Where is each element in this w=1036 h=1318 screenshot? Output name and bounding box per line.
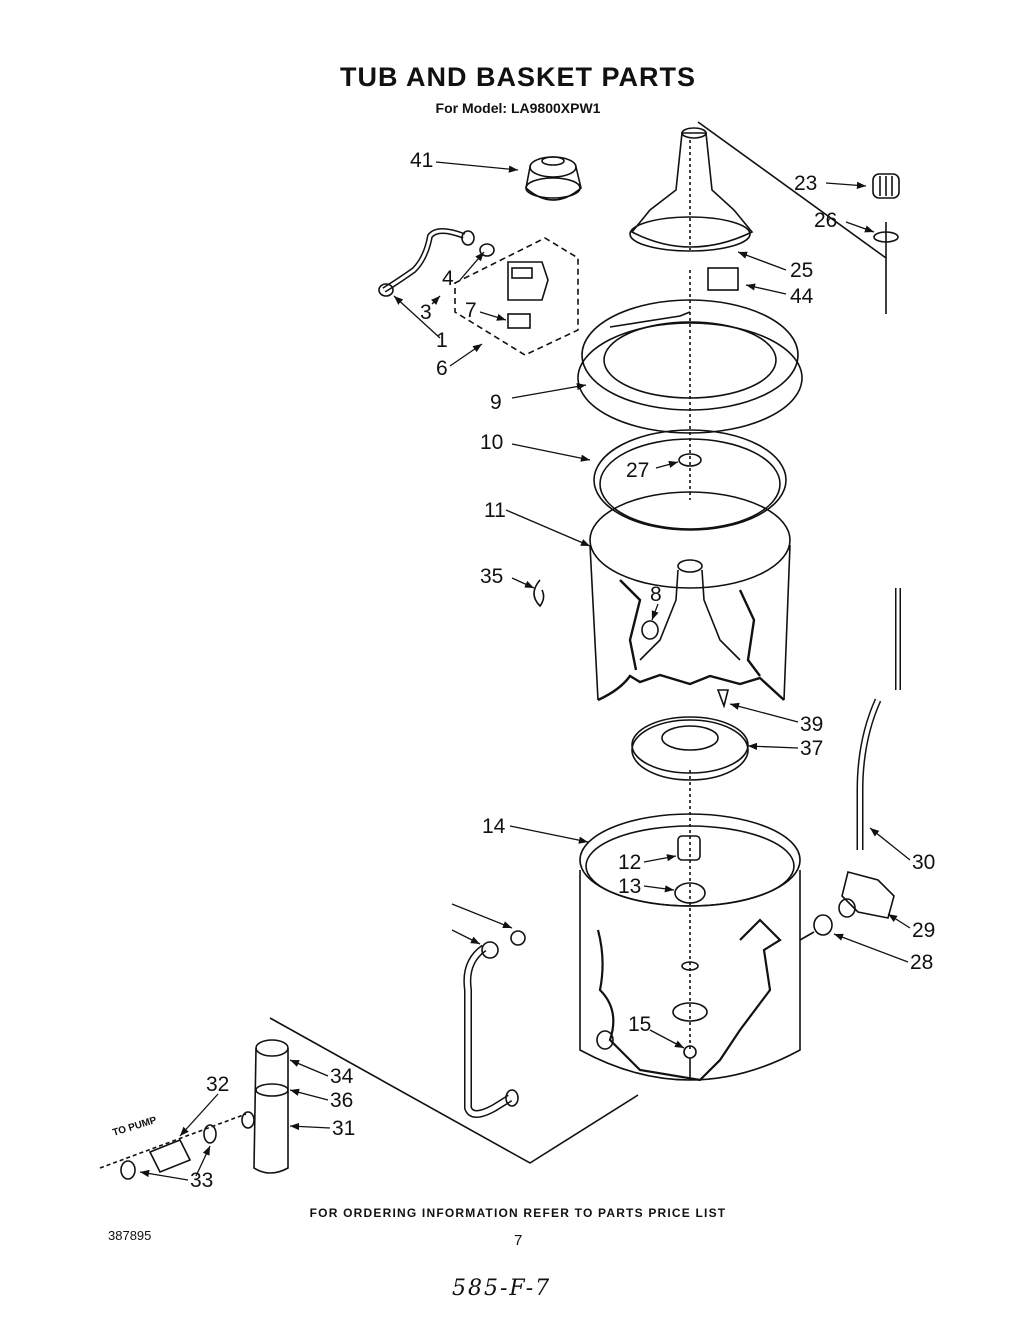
callout-35: 35 <box>480 565 504 588</box>
model-subtitle: For Model: LA9800XPW1 <box>435 100 601 116</box>
page-title: TUB AND BASKET PARTS <box>340 62 696 92</box>
part-9-tub-cover <box>577 270 803 500</box>
part-26-nut <box>873 222 899 258</box>
part-25-agitator-top <box>629 127 754 252</box>
callout-11: 11 <box>484 499 506 522</box>
leader-bracket-bottom <box>269 1017 639 1164</box>
callout-25: 25 <box>790 259 814 282</box>
callout-29: 29 <box>912 919 936 942</box>
part-10-ring <box>593 429 787 531</box>
callout-32: 32 <box>206 1073 230 1096</box>
part-44-seal <box>707 267 739 291</box>
handwritten-code: 585-F-7 <box>452 1276 552 1301</box>
callout-1: 1 <box>436 329 448 352</box>
part-drain-hose <box>463 930 526 1118</box>
part-11-basket <box>589 491 791 702</box>
callout-7: 7 <box>465 299 477 322</box>
callout-15: 15 <box>628 1013 652 1036</box>
part-27-nut <box>678 453 702 467</box>
callout-36: 36 <box>330 1089 354 1112</box>
callout-31: 31 <box>332 1117 356 1140</box>
callout-28: 28 <box>910 951 934 974</box>
document-number: 387895 <box>108 1228 152 1243</box>
part-valve-assembly <box>378 228 579 356</box>
callout-23: 23 <box>794 172 818 195</box>
part-31-standpipe <box>253 1039 289 1174</box>
part-39-clip <box>716 689 730 709</box>
callout-3: 3 <box>420 301 432 324</box>
part-15-screw <box>683 1045 697 1080</box>
part-32-pipe <box>148 1138 192 1174</box>
callout-10: 10 <box>480 431 504 454</box>
callout-27: 27 <box>626 459 650 482</box>
part-33-clamp <box>203 1124 217 1144</box>
callout-9: 9 <box>490 391 502 414</box>
leader-bracket-top <box>697 121 887 314</box>
callout-37: 37 <box>800 737 824 760</box>
callout-34: 34 <box>330 1065 354 1088</box>
part-28-nut <box>813 914 833 936</box>
callout-13: 13 <box>618 875 642 898</box>
callout-8: 8 <box>650 583 662 606</box>
callout-12: 12 <box>618 851 642 874</box>
part-29-pump-body <box>838 871 895 919</box>
page-number: 7 <box>514 1232 523 1249</box>
part-23-knob <box>872 173 900 199</box>
callout-4: 4 <box>442 267 454 290</box>
callout-6: 6 <box>436 357 448 380</box>
part-12-bearing <box>677 835 701 861</box>
part-35-clip <box>533 579 545 608</box>
callout-33: 33 <box>190 1169 214 1192</box>
callout-30: 30 <box>912 851 936 874</box>
callout-41: 41 <box>410 149 434 172</box>
callout-14: 14 <box>482 815 506 838</box>
ordering-info-note: FOR ORDERING INFORMATION REFER TO PARTS … <box>309 1206 727 1220</box>
callout-26: 26 <box>814 209 838 232</box>
callout-44: 44 <box>790 285 814 308</box>
callout-39: 39 <box>800 713 824 736</box>
part-41-dispenser <box>525 156 582 201</box>
